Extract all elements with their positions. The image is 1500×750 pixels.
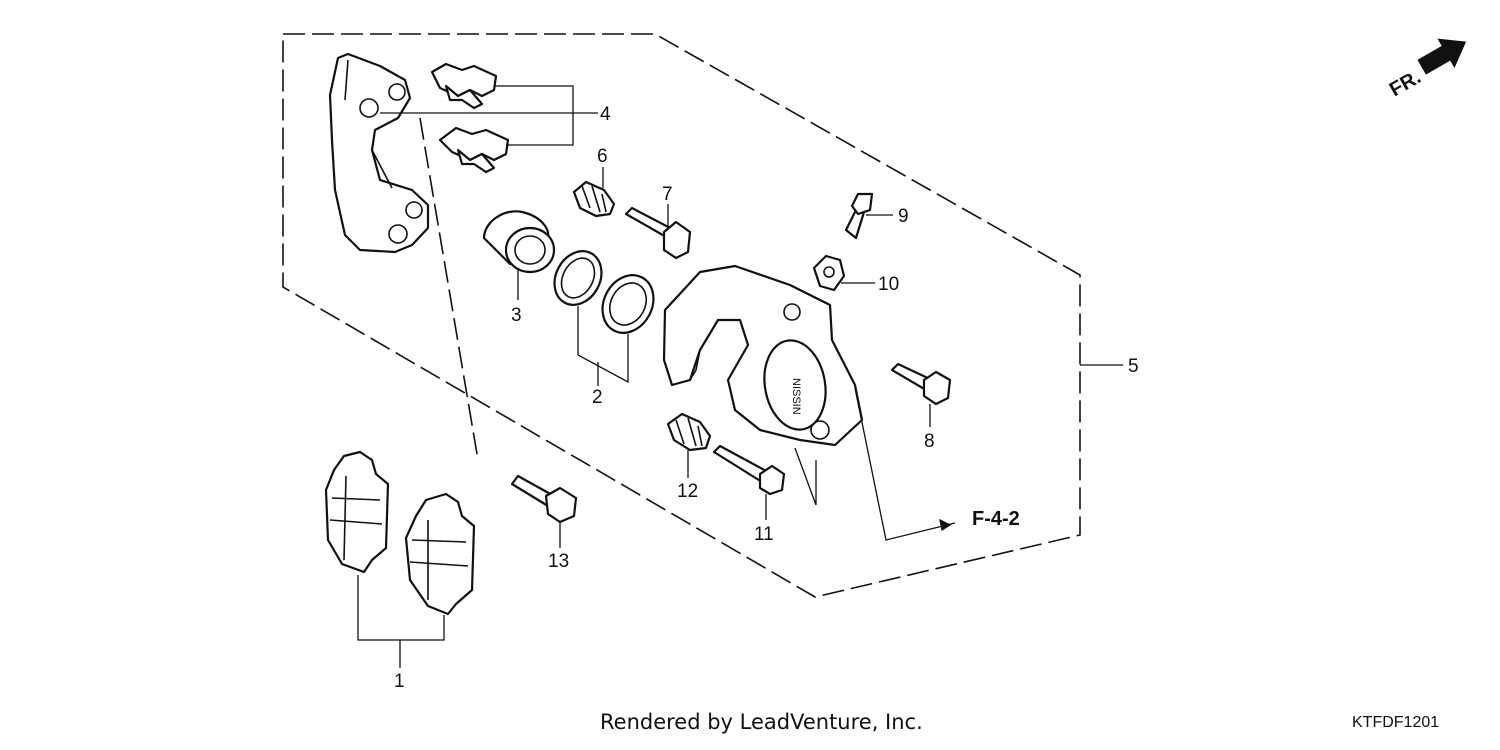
bleeder-cap: [812, 254, 846, 292]
callout-labels: 1 2 3 4 5 6 7 8 9 10 11 12 13: [394, 104, 1139, 692]
bracket-bolt: [510, 474, 578, 524]
bleeder-valve: [844, 192, 874, 240]
dust-seal: [601, 274, 655, 334]
slide-pin: [712, 444, 786, 496]
brake-pad-front: [324, 450, 390, 574]
pin-boot-lower: [666, 412, 712, 452]
reference-link-f-4-2[interactable]: F-4-2: [972, 508, 1020, 530]
caliper-body: NISSIN: [662, 264, 864, 447]
render-credit: Rendered by LeadVenture, Inc.: [600, 710, 923, 734]
callout-5: 5: [1128, 356, 1139, 377]
pad-retainer-upper: [430, 62, 498, 110]
pin-boot-upper: [572, 180, 616, 218]
front-arrow-icon: [1417, 38, 1467, 75]
leader-lines: [357, 85, 1123, 668]
callout-1: 1: [394, 671, 405, 692]
callout-6: 6: [597, 146, 608, 167]
callout-2: 2: [592, 387, 603, 408]
pad-retainer-lower: [438, 126, 510, 174]
callout-7: 7: [662, 184, 673, 205]
callout-11: 11: [754, 524, 774, 545]
front-direction-marker: FR.: [1386, 38, 1467, 101]
caliper-bracket: [328, 52, 430, 254]
caliper-piston: [482, 210, 556, 274]
brake-pad-rear: [404, 492, 476, 616]
diagram-code: KTFDF1201: [1352, 714, 1440, 731]
front-marker-label: FR.: [1386, 66, 1425, 101]
assembly-boundary: [282, 33, 1081, 598]
callout-3: 3: [511, 305, 522, 326]
caliper-brand-mark: NISSIN: [790, 378, 802, 415]
caliper-mount-bolt: [890, 362, 952, 406]
callout-13: 13: [548, 551, 569, 572]
callout-9: 9: [898, 206, 909, 227]
piston-seal: [553, 250, 603, 306]
callout-4: 4: [600, 104, 611, 125]
callout-12: 12: [677, 481, 698, 502]
callout-10: 10: [878, 274, 899, 295]
slide-pin-bolt: [624, 206, 692, 260]
callout-8: 8: [924, 431, 935, 452]
